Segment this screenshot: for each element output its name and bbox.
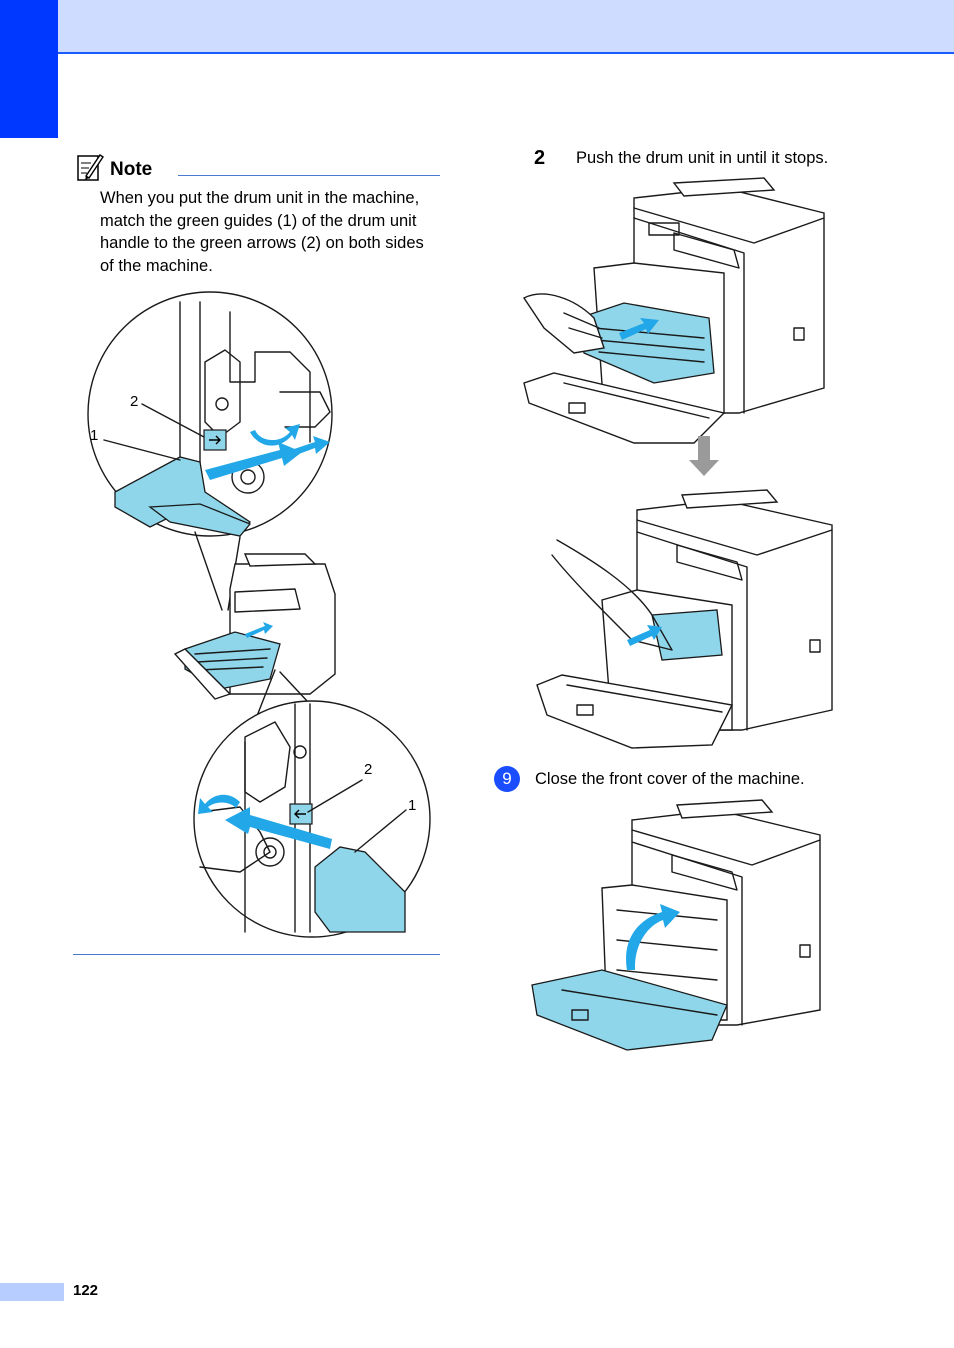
step-2-text: Push the drum unit in until it stops. bbox=[576, 149, 829, 167]
page-number: 122 bbox=[73, 1282, 99, 1299]
note-pencil-icon bbox=[77, 154, 104, 181]
callout-2-upper: 2 bbox=[130, 393, 138, 410]
callout-1-upper: 1 bbox=[90, 427, 98, 444]
step-9-text: Close the front cover of the machine. bbox=[535, 770, 805, 788]
chapter-tab bbox=[0, 0, 58, 138]
note-title: Note bbox=[110, 159, 153, 180]
printer-close-cover-illustration bbox=[531, 799, 821, 1051]
note-end-divider bbox=[73, 954, 440, 955]
printer-drum-inserted-illustration bbox=[536, 489, 833, 749]
page-number-band bbox=[0, 1283, 64, 1301]
small-printer bbox=[173, 553, 336, 700]
note-divider bbox=[178, 175, 440, 176]
step-2-number: 2 bbox=[534, 147, 546, 169]
printer-push-drum-illustration bbox=[522, 177, 825, 444]
upper-zoom-view bbox=[87, 291, 333, 537]
step-9-badge: 9 bbox=[494, 766, 520, 792]
lower-zoom-view bbox=[193, 700, 431, 938]
down-arrow-icon bbox=[689, 436, 719, 476]
callout-1-lower: 1 bbox=[408, 797, 416, 814]
note-body: When you put the drum unit in the machin… bbox=[100, 189, 424, 275]
callout-2-lower: 2 bbox=[364, 761, 372, 778]
header-band bbox=[0, 0, 954, 54]
drum-guide-illustration: 2 1 2 1 bbox=[87, 291, 431, 938]
